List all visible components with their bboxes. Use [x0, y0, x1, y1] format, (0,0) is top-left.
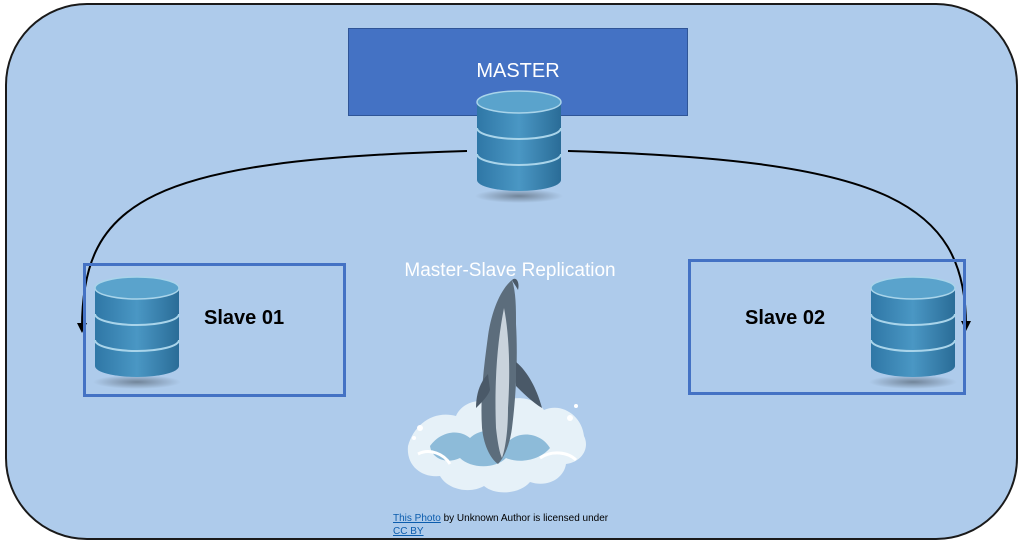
slave-02-database-icon	[869, 276, 957, 389]
attribution-line-1: This Photo by Unknown Author is licensed…	[393, 512, 608, 525]
slave-01-database-icon	[93, 276, 181, 389]
attribution-text: by Unknown Author is licensed under	[440, 513, 609, 524]
photo-link[interactable]: This Photo	[393, 513, 441, 524]
slave-01-box	[83, 263, 346, 397]
master-database-icon	[475, 90, 563, 203]
dolphin-body-shape	[476, 278, 542, 464]
photo-attribution: This Photo by Unknown Author is licensed…	[393, 512, 608, 538]
dolphin-image	[407, 278, 586, 493]
slave-02-box	[688, 259, 966, 395]
master-label: MASTER	[476, 60, 560, 82]
slave-01-label: Slave 01	[204, 307, 285, 329]
attribution-line-2: CC BY	[393, 525, 608, 538]
diagram-subtitle: Master-Slave Replication	[404, 260, 616, 281]
slave-02-label: Slave 02	[745, 307, 826, 329]
license-link[interactable]: CC BY	[393, 526, 424, 537]
